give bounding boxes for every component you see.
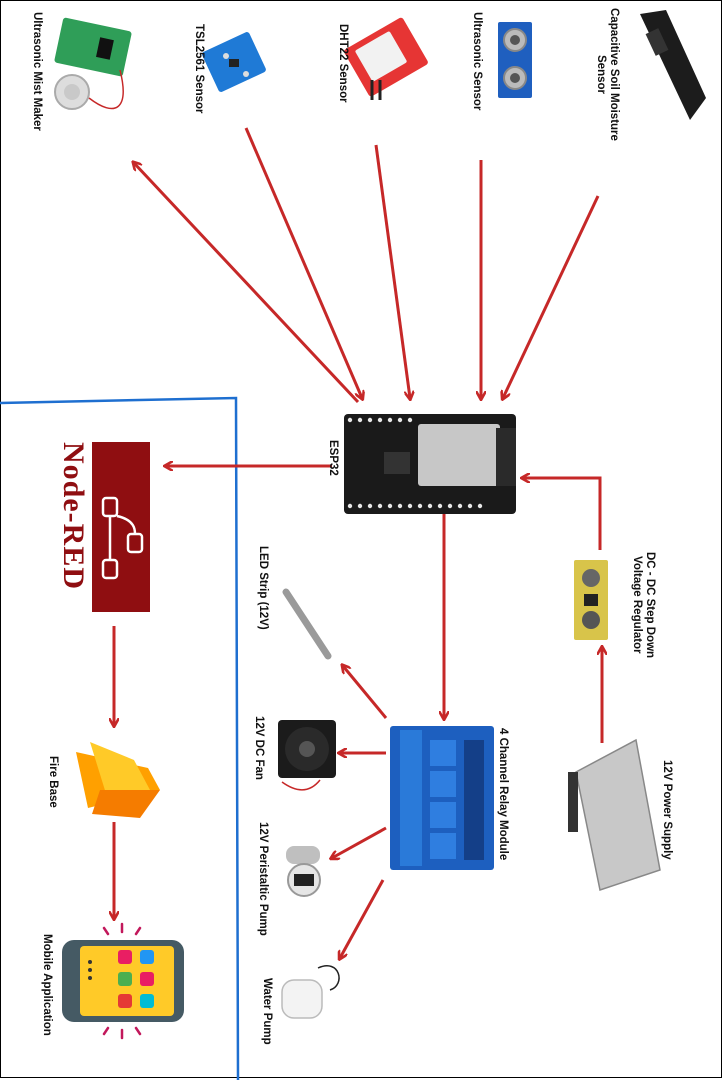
peristaltic-label: 12V Peristaltic Pump — [257, 822, 269, 936]
relay-label: 4 Channel Relay Module — [497, 728, 509, 861]
tsl2561-label: TSL2561 Sensor — [193, 24, 205, 114]
dht22-label: DHT22 Sensor — [337, 24, 349, 103]
mobile-app-label: Mobile Application — [41, 934, 53, 1036]
relay-module-icon — [390, 726, 494, 870]
soil-moisture-probe-icon — [640, 10, 706, 120]
mobile-phone-icon — [62, 922, 184, 1040]
arrow-esp32-to-mist-maker — [134, 163, 360, 404]
connection-arrows — [114, 127, 602, 958]
power-supply-label: 12V Power Supply — [661, 760, 673, 860]
ultrasonic-sensor-icon — [498, 22, 532, 98]
soil-moisture-label-line2: Sensor — [595, 54, 607, 94]
peristaltic-pump-icon — [286, 846, 321, 897]
arrow-relay-to-peristaltic — [332, 826, 387, 858]
dcdc-label-line2: Voltage Regulator — [631, 556, 643, 654]
arrow-tsl2561-to-esp32 — [244, 127, 362, 398]
esp32-board-icon — [344, 414, 516, 514]
arrow-relay-to-led — [343, 666, 388, 719]
water-pump-icon — [281, 965, 340, 1019]
arrow-relay-to-water-pump — [340, 879, 385, 958]
arrow-soil-to-esp32 — [503, 195, 600, 398]
esp32-label: ESP32 — [327, 440, 339, 476]
water-pump-label: Water Pump — [261, 978, 273, 1045]
ultrasonic-label: Ultrasonic Sensor — [471, 12, 483, 111]
power-supply-icon — [568, 738, 661, 891]
led-strip-label: LED Strip (12V) — [257, 546, 269, 630]
node-red-wordmark: Node-RED — [57, 442, 90, 590]
dcdc-converter-icon — [574, 560, 608, 640]
node-red-logo-icon — [92, 442, 150, 612]
dcdc-label-line1: DC - DC Step Down — [644, 552, 656, 659]
dc-fan-icon — [278, 720, 336, 791]
dht22-sensor-icon — [344, 17, 428, 100]
firebase-label: Fire Base — [47, 756, 59, 808]
arrow-dht22-to-esp32 — [374, 144, 410, 398]
led-strip-icon — [282, 588, 332, 660]
arrow-dcdc-to-esp32 — [523, 478, 602, 550]
mist-maker-board-icon — [54, 17, 132, 110]
fan-label: 12V DC Fan — [253, 716, 265, 780]
cloud-boundary-line — [0, 396, 240, 1080]
tsl2561-board-icon — [202, 32, 266, 92]
soil-moisture-label-line1: Capacitive Soil Moisture — [608, 8, 620, 141]
firebase-logo-icon — [76, 742, 160, 818]
mist-maker-label: Ultrasonic Mist Maker — [31, 12, 43, 131]
